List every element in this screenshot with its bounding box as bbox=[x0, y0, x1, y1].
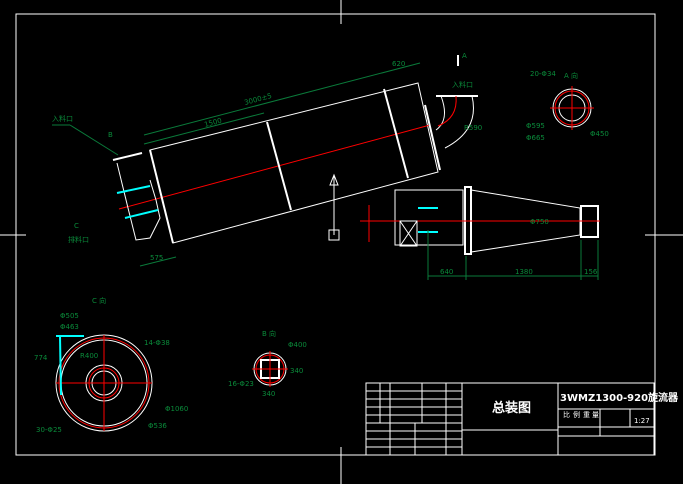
dim-b-w: 340 bbox=[262, 390, 275, 398]
label-inlet-left: 入料口 bbox=[52, 114, 73, 123]
header-cell: 例 bbox=[573, 410, 580, 419]
cyclone bbox=[328, 173, 600, 255]
dim-a-holes: 20-Φ34 bbox=[530, 70, 556, 78]
tube-centerline bbox=[118, 124, 431, 210]
inlet-elbow bbox=[435, 55, 478, 149]
label-arrow-c: C bbox=[74, 222, 79, 230]
dim-bottom-3: 156 bbox=[584, 268, 598, 276]
dim-b-d: Φ400 bbox=[288, 341, 307, 349]
drawing-name: 总装图 bbox=[492, 400, 531, 416]
dim-c-d3: Φ1060 bbox=[165, 405, 188, 413]
view-a bbox=[550, 86, 594, 130]
label-inlet-top: 入料口 bbox=[452, 80, 473, 89]
dim-c-holes1: 14-Φ38 bbox=[144, 339, 170, 347]
header-cell: 比 bbox=[563, 410, 570, 419]
label-view-b: B 向 bbox=[262, 329, 276, 338]
dim-a-d2: Φ665 bbox=[526, 134, 545, 142]
ring-3 bbox=[383, 88, 409, 179]
dim-b-holes: 16-Φ23 bbox=[228, 380, 254, 388]
main-tube bbox=[112, 82, 441, 244]
dimension-lines bbox=[52, 62, 599, 280]
dim-c-holes2: 30-Φ25 bbox=[36, 426, 62, 434]
dim-c-h: 774 bbox=[34, 354, 48, 362]
title-block bbox=[365, 382, 655, 456]
ring-2 bbox=[266, 121, 292, 211]
label-arrow-a: A bbox=[462, 52, 467, 60]
label-view-a: A 向 bbox=[564, 71, 578, 80]
label-view-c: C 向 bbox=[92, 296, 106, 305]
dim-bottom-left: 575 bbox=[150, 254, 163, 262]
dim-c-d1: Φ505 bbox=[60, 312, 79, 320]
dim-top-right: 620 bbox=[392, 60, 405, 68]
dim-c-d4: Φ536 bbox=[148, 422, 167, 430]
dim-bottom-1: 640 bbox=[440, 268, 453, 276]
scale-value: 1:27 bbox=[634, 417, 650, 425]
header-cell: 量 bbox=[592, 411, 599, 419]
dim-main-length: 3000±5 bbox=[243, 92, 272, 107]
ring-1 bbox=[149, 149, 174, 244]
product-name: 3WMZ1300-920旋流器 bbox=[560, 391, 679, 404]
dim-cone-d: Φ750 bbox=[530, 218, 549, 226]
dim-bottom-2: 1380 bbox=[515, 268, 533, 276]
label-arrow-b: B bbox=[108, 131, 113, 139]
header-cell: 重 bbox=[583, 411, 590, 419]
dim-c-r: R400 bbox=[80, 352, 98, 360]
view-c bbox=[55, 334, 153, 432]
dim-a-d1: Φ595 bbox=[526, 122, 545, 130]
dim-a-d3: Φ450 bbox=[590, 130, 609, 138]
drawing-frame bbox=[15, 13, 656, 456]
view-b bbox=[252, 351, 288, 387]
label-discharge: 排料口 bbox=[68, 235, 89, 244]
dim-c-d2: Φ463 bbox=[60, 323, 79, 331]
dim-b-h: 340 bbox=[290, 367, 303, 375]
dim-elbow: R590 bbox=[464, 124, 482, 132]
